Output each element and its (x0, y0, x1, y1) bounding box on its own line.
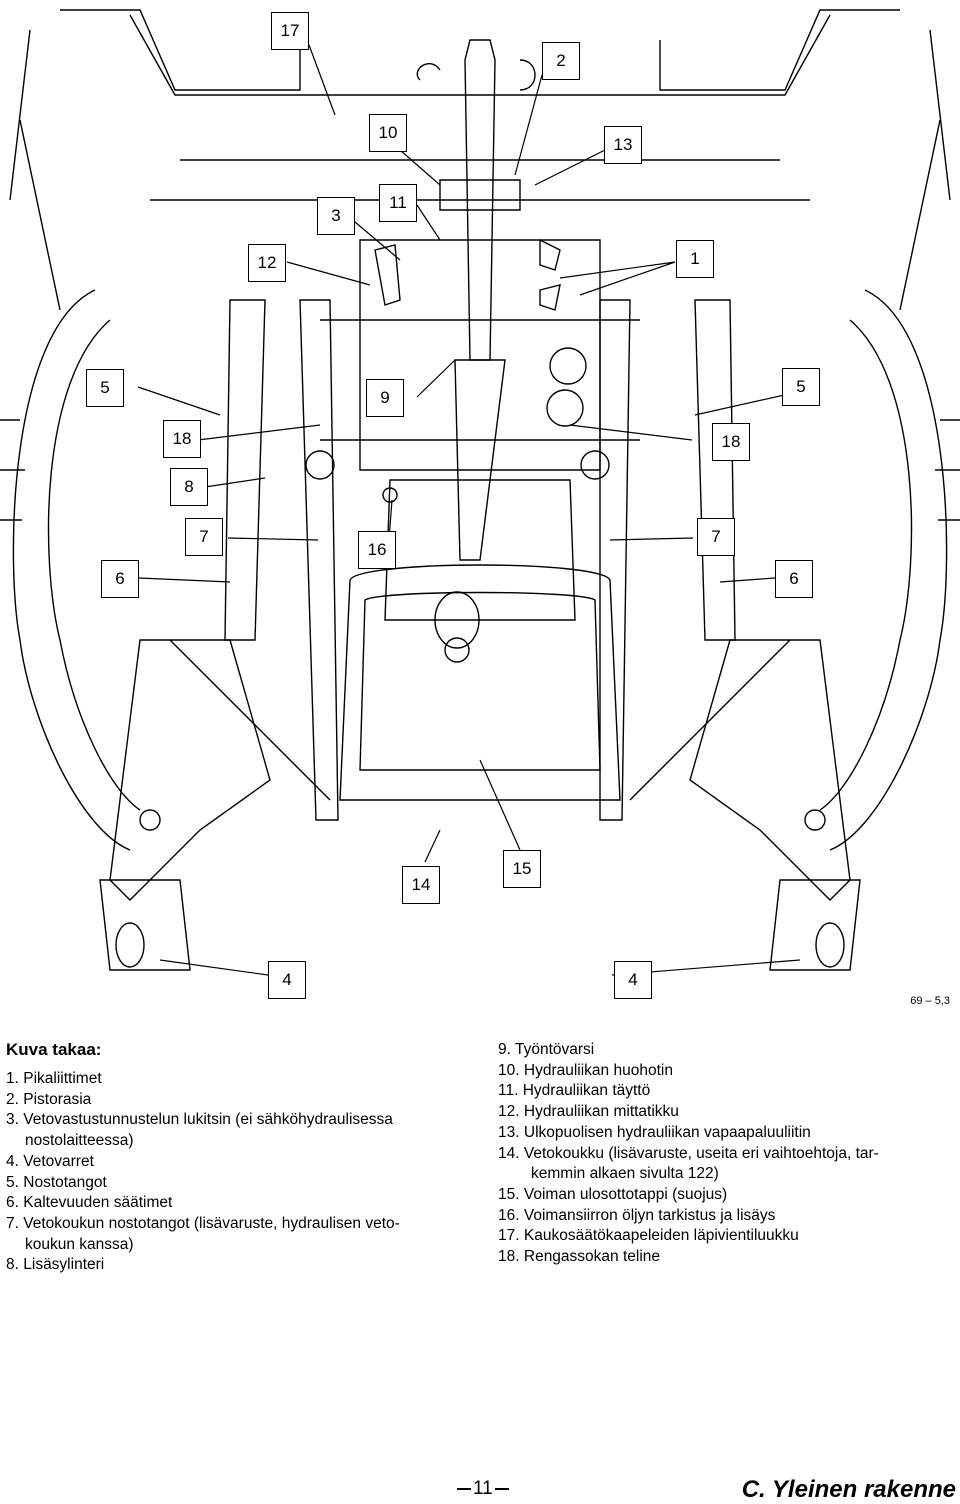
tractor-rear-view-figure: 17 2 10 13 3 11 12 1 5 9 5 18 18 8 7 16 … (0, 9, 960, 1007)
legend-item: 3. Vetovastustunnustelun lukitsin (ei sä… (6, 1110, 476, 1131)
callout-5-right: 5 (782, 368, 820, 406)
callout-9: 9 (366, 379, 404, 417)
legend-item-number: 1. (6, 1070, 19, 1087)
legend-item-text: Ulkopuolisen hydrauliikan vapaapaluuliit… (523, 1123, 811, 1141)
legend-item: 2. Pistorasia (6, 1090, 476, 1111)
legend-item: 5. Nostotangot (6, 1173, 476, 1194)
callout-12: 12 (248, 244, 286, 282)
legend-item-text: Hydrauliikan huohotin (523, 1061, 673, 1079)
callout-13: 13 (604, 126, 642, 164)
legend-item-text: Hydrauliikan täyttö (522, 1082, 651, 1100)
legend-item-number: 7. (6, 1214, 19, 1232)
legend-item-number: 5. (6, 1173, 19, 1191)
legend-item-continuation-text: kemmin alkaen sivulta 122) (531, 1165, 719, 1183)
legend-item-text: Kaukosäätökaapeleiden läpivientiluukku (523, 1227, 799, 1245)
legend-item: 12. Hydrauliikan mittatikku (498, 1102, 948, 1123)
chapter-title: C. Yleinen rakenne (741, 1476, 956, 1503)
legend-item-number: 15. (498, 1185, 520, 1203)
legend-item-text: Hydrauliikan mittatikku (523, 1103, 679, 1121)
legend-item-number: 9. (498, 1041, 511, 1058)
legend-item-text: Voiman ulosottotappi (suojus) (523, 1185, 728, 1203)
legend-item-number: 6. (6, 1194, 19, 1212)
legend-item-text: Vetokoukun nostotangot (lisävaruste, hyd… (23, 1214, 400, 1232)
legend-item-continuation: kemmin alkaen sivulta 122) (498, 1164, 948, 1185)
legend-item-number: 2. (6, 1090, 19, 1108)
legend-item-text: Voimansiirron öljyn tarkistus ja lisäys (523, 1206, 776, 1224)
legend-item-number: 16. (498, 1206, 520, 1224)
legend-item: 14. Vetokoukku (lisävaruste, useita eri … (498, 1144, 948, 1165)
callout-6-right: 6 (775, 560, 813, 598)
legend-item-number: 4. (6, 1152, 19, 1170)
legend-item-text: Vetovastustunnustelun lukitsin (ei sähkö… (23, 1111, 393, 1129)
legend-item: 18. Rengassokan teline (498, 1247, 948, 1268)
callout-8: 8 (170, 468, 208, 506)
legend-item-number: 13. (498, 1123, 520, 1141)
legend-item: 7. Vetokoukun nostotangot (lisävaruste, … (6, 1214, 476, 1235)
legend-item-continuation-text: nostolaitteessa) (25, 1132, 134, 1150)
legend-item-text: Kaltevuuden säätimet (23, 1194, 173, 1212)
legend-item-number: 18. (498, 1248, 520, 1266)
legend-item-number: 3. (6, 1111, 19, 1129)
callout-5-left: 5 (86, 369, 124, 407)
legend-item: 17. Kaukosäätökaapeleiden läpivientiluuk… (498, 1226, 948, 1247)
legend-item-continuation: nostolaitteessa) (6, 1131, 476, 1152)
callout-17: 17 (271, 12, 309, 50)
callout-16: 16 (358, 531, 396, 569)
legend-item-number: 12. (498, 1103, 520, 1121)
legend-item-text: Pikaliittimet (23, 1070, 102, 1087)
dash-right (494, 1487, 509, 1490)
legend-item-number: 11. (498, 1082, 519, 1100)
legend-item-text: Nostotangot (23, 1173, 107, 1191)
legend-item-text: Lisäsylinteri (23, 1256, 105, 1274)
legend-item-text: Vetovarret (23, 1152, 94, 1170)
callout-7-right: 7 (697, 518, 735, 556)
legend-item: 4. Vetovarret (6, 1152, 476, 1173)
legend-item-text: Vetokoukku (lisävaruste, useita eri vaih… (523, 1144, 879, 1162)
legend-item-text: Työntövarsi (514, 1041, 595, 1058)
legend-item-number: 8. (6, 1256, 19, 1274)
legend-item-number: 10. (498, 1061, 520, 1079)
dash-left (457, 1487, 471, 1490)
figure-code: 69 – 5,3 (910, 995, 950, 1007)
legend-item-continuation: koukun kanssa) (6, 1235, 476, 1256)
legend-item-text: Pistorasia (23, 1090, 92, 1108)
legend-item: 11. Hydrauliikan täyttö (498, 1081, 948, 1102)
caption-heading: Kuva takaa: (6, 1040, 102, 1059)
callout-1: 1 (676, 240, 714, 278)
legend-item-continuation-text: koukun kanssa) (25, 1235, 134, 1253)
callout-7-left: 7 (185, 518, 223, 556)
callout-15: 15 (503, 850, 541, 888)
legend-item: 1. Pikaliittimet (6, 1069, 476, 1090)
legend-item-text: Rengassokan teline (523, 1248, 661, 1266)
legend-item: 10. Hydrauliikan huohotin (498, 1061, 948, 1082)
legend-item-number: 14. (498, 1144, 520, 1162)
legend-item: 9. Työntövarsi (498, 1040, 948, 1061)
callout-10: 10 (369, 114, 407, 152)
legend-item: 13. Ulkopuolisen hydrauliikan vapaapaluu… (498, 1123, 948, 1144)
callout-11: 11 (379, 184, 417, 222)
legend-item: 15. Voiman ulosottotappi (suojus) (498, 1185, 948, 1206)
page-number-value: 11 (473, 1478, 493, 1499)
tractor-rear-line-drawing (0, 9, 960, 976)
page-number: 11 (455, 1478, 511, 1500)
callout-2: 2 (542, 42, 580, 80)
legend-item: 8. Lisäsylinteri (6, 1255, 476, 1276)
legend-item: 6. Kaltevuuden säätimet (6, 1193, 476, 1214)
callout-4-right: 4 (614, 961, 652, 999)
callout-14: 14 (402, 866, 440, 904)
callout-18-left: 18 (163, 420, 201, 458)
callout-4-left: 4 (268, 961, 306, 999)
callout-18-right: 18 (712, 423, 750, 461)
legend-item-number: 17. (498, 1227, 520, 1245)
callout-6-left: 6 (101, 560, 139, 598)
callout-3: 3 (317, 197, 355, 235)
legend-item: 16. Voimansiirron öljyn tarkistus ja lis… (498, 1206, 948, 1227)
